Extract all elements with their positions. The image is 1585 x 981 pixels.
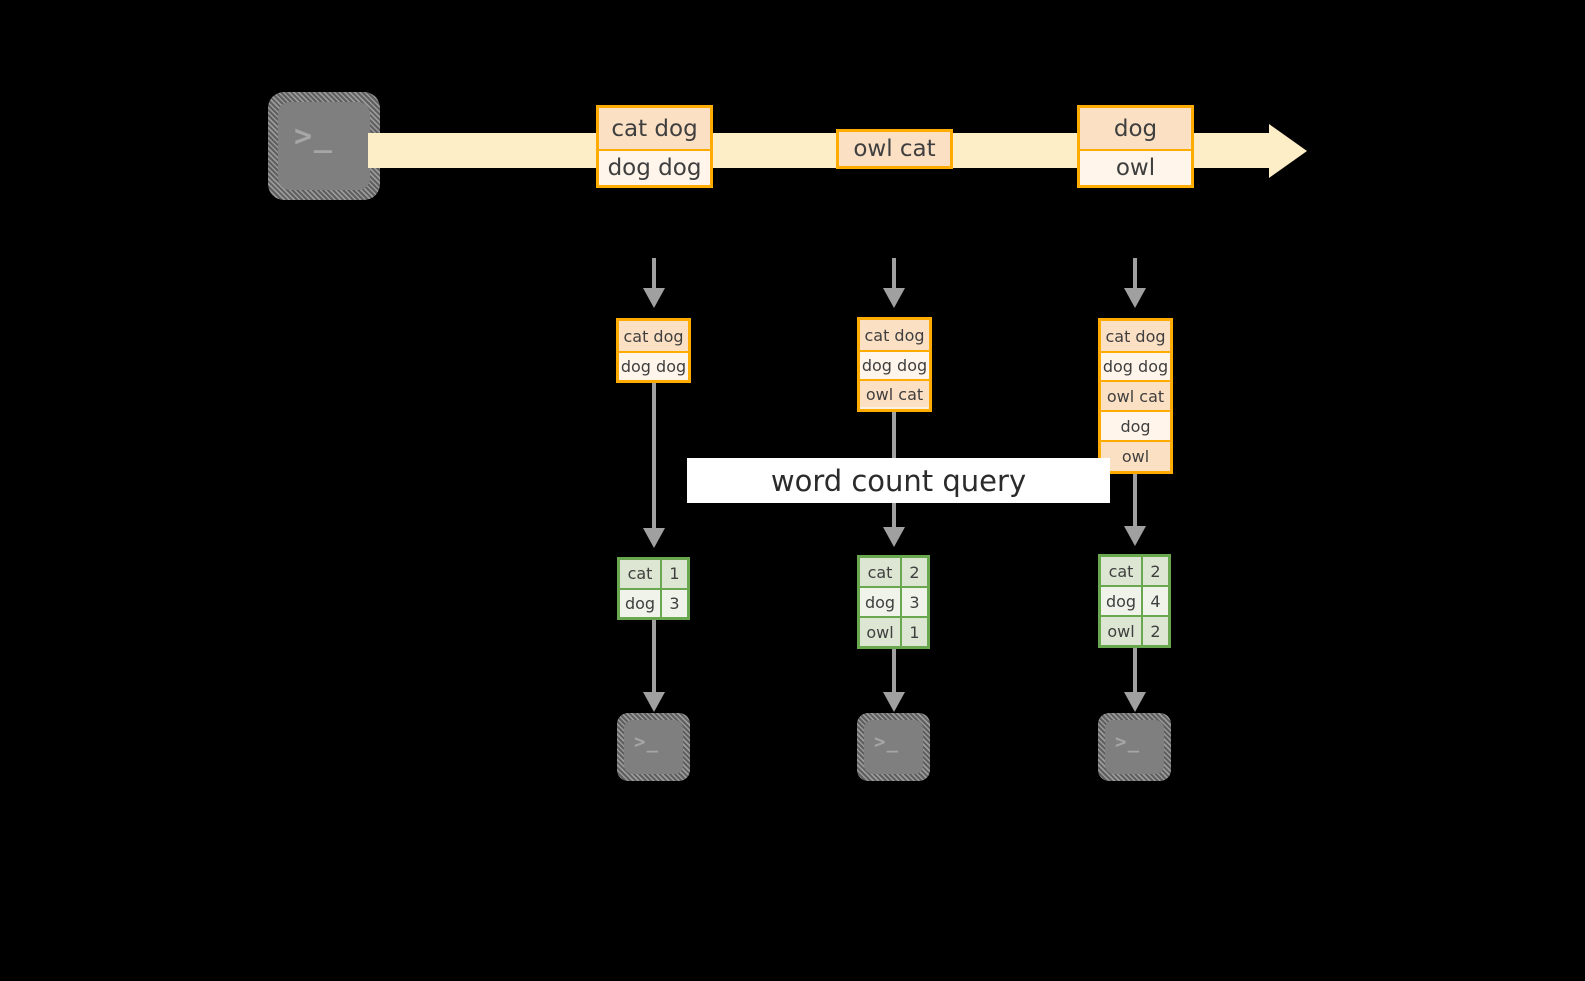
table-row: dog 3 [860,586,927,616]
table-row: dog 4 [1101,585,1168,615]
result-count: 3 [660,589,687,617]
query-label-text: word count query [770,463,1027,498]
emit-arrow-head-icon-2 [883,692,905,712]
terminal-screen [864,720,923,774]
stream-group-3: dog owl [1077,105,1194,188]
snapshot-1-result-table: cat 1 dog 3 [617,557,690,620]
result-word: cat [1101,557,1141,585]
result-count: 2 [1141,617,1168,645]
result-word: dog [620,589,660,617]
terminal-prompt-glyph: >_ [634,731,660,753]
stream-arrowhead-icon [1269,124,1307,178]
emit-arrow-line-3 [1133,648,1137,704]
snapshot-2-state-box: cat dog dog dog owl cat [857,317,932,412]
feed-arrow-head-icon-2 [883,288,905,308]
state-message: dog dog [860,350,929,379]
state-message: dog dog [619,351,688,380]
result-count: 3 [900,588,927,616]
table-row: cat 2 [860,558,927,586]
emit-arrow-head-icon-1 [643,692,665,712]
query-label-band: word count query [687,458,1110,503]
terminal-prompt-glyph: >_ [294,119,334,154]
stream-message: dog dog [599,149,710,185]
result-count: 2 [1141,557,1168,585]
query-arrow-line-3 [1133,474,1137,540]
state-message: cat dog [1101,321,1170,351]
feed-arrow-line-2 [892,258,896,306]
terminal-prompt-glyph: >_ [874,731,900,753]
result-word: owl [1101,617,1141,645]
terminal-prompt-glyph: >_ [1115,731,1141,753]
state-message: owl cat [860,379,929,407]
table-row: cat 2 [1101,557,1168,585]
stream-group-1: cat dog dog dog [596,105,713,188]
sink-terminal-icon-1: >_ [617,713,690,781]
stream-message: owl cat [839,132,950,166]
table-row: owl 2 [1101,615,1168,645]
stream-message: cat dog [599,108,710,149]
table-row: dog 3 [620,587,687,617]
query-arrow-line-1 [652,383,656,541]
table-row: owl 1 [860,616,927,646]
result-word: cat [860,558,900,586]
sink-terminal-icon-3: >_ [1098,713,1171,781]
result-count: 1 [660,560,687,588]
feed-arrow-line-1 [652,258,656,306]
result-count: 2 [900,558,927,586]
feed-arrow-head-icon-1 [643,288,665,308]
snapshot-3-result-table: cat 2 dog 4 owl 2 [1098,554,1171,648]
result-count: 4 [1141,587,1168,615]
emit-arrow-head-icon-3 [1124,692,1146,712]
feed-arrow-line-3 [1133,258,1137,306]
stream-message: owl [1080,149,1191,185]
result-word: dog [1101,587,1141,615]
snapshot-1-state-box: cat dog dog dog [616,318,691,383]
query-arrow-head-icon-2 [883,527,905,547]
query-arrow-head-icon-3 [1124,526,1146,546]
query-arrow-head-icon-1 [643,528,665,548]
feed-arrow-head-icon-3 [1124,288,1146,308]
result-word: dog [860,588,900,616]
state-message: dog [1101,410,1170,440]
sink-terminal-icon-2: >_ [857,713,930,781]
stream-message: dog [1080,108,1191,149]
state-message: cat dog [619,321,688,351]
state-message: cat dog [860,320,929,350]
result-word: cat [620,560,660,588]
table-row: cat 1 [620,560,687,588]
result-count: 1 [900,618,927,646]
snapshot-2-result-table: cat 2 dog 3 owl 1 [857,555,930,649]
state-message: owl cat [1101,380,1170,410]
source-terminal-icon: >_ [268,92,380,200]
terminal-screen [624,720,683,774]
result-word: owl [860,618,900,646]
state-message: dog dog [1101,351,1170,380]
terminal-screen [1105,720,1164,774]
stream-group-2: owl cat [836,129,953,169]
state-message: owl [1101,440,1170,471]
snapshot-3-state-box: cat dog dog dog owl cat dog owl [1098,318,1173,474]
terminal-screen [278,102,370,190]
emit-arrow-line-1 [652,620,656,702]
emit-arrow-line-2 [892,649,896,704]
